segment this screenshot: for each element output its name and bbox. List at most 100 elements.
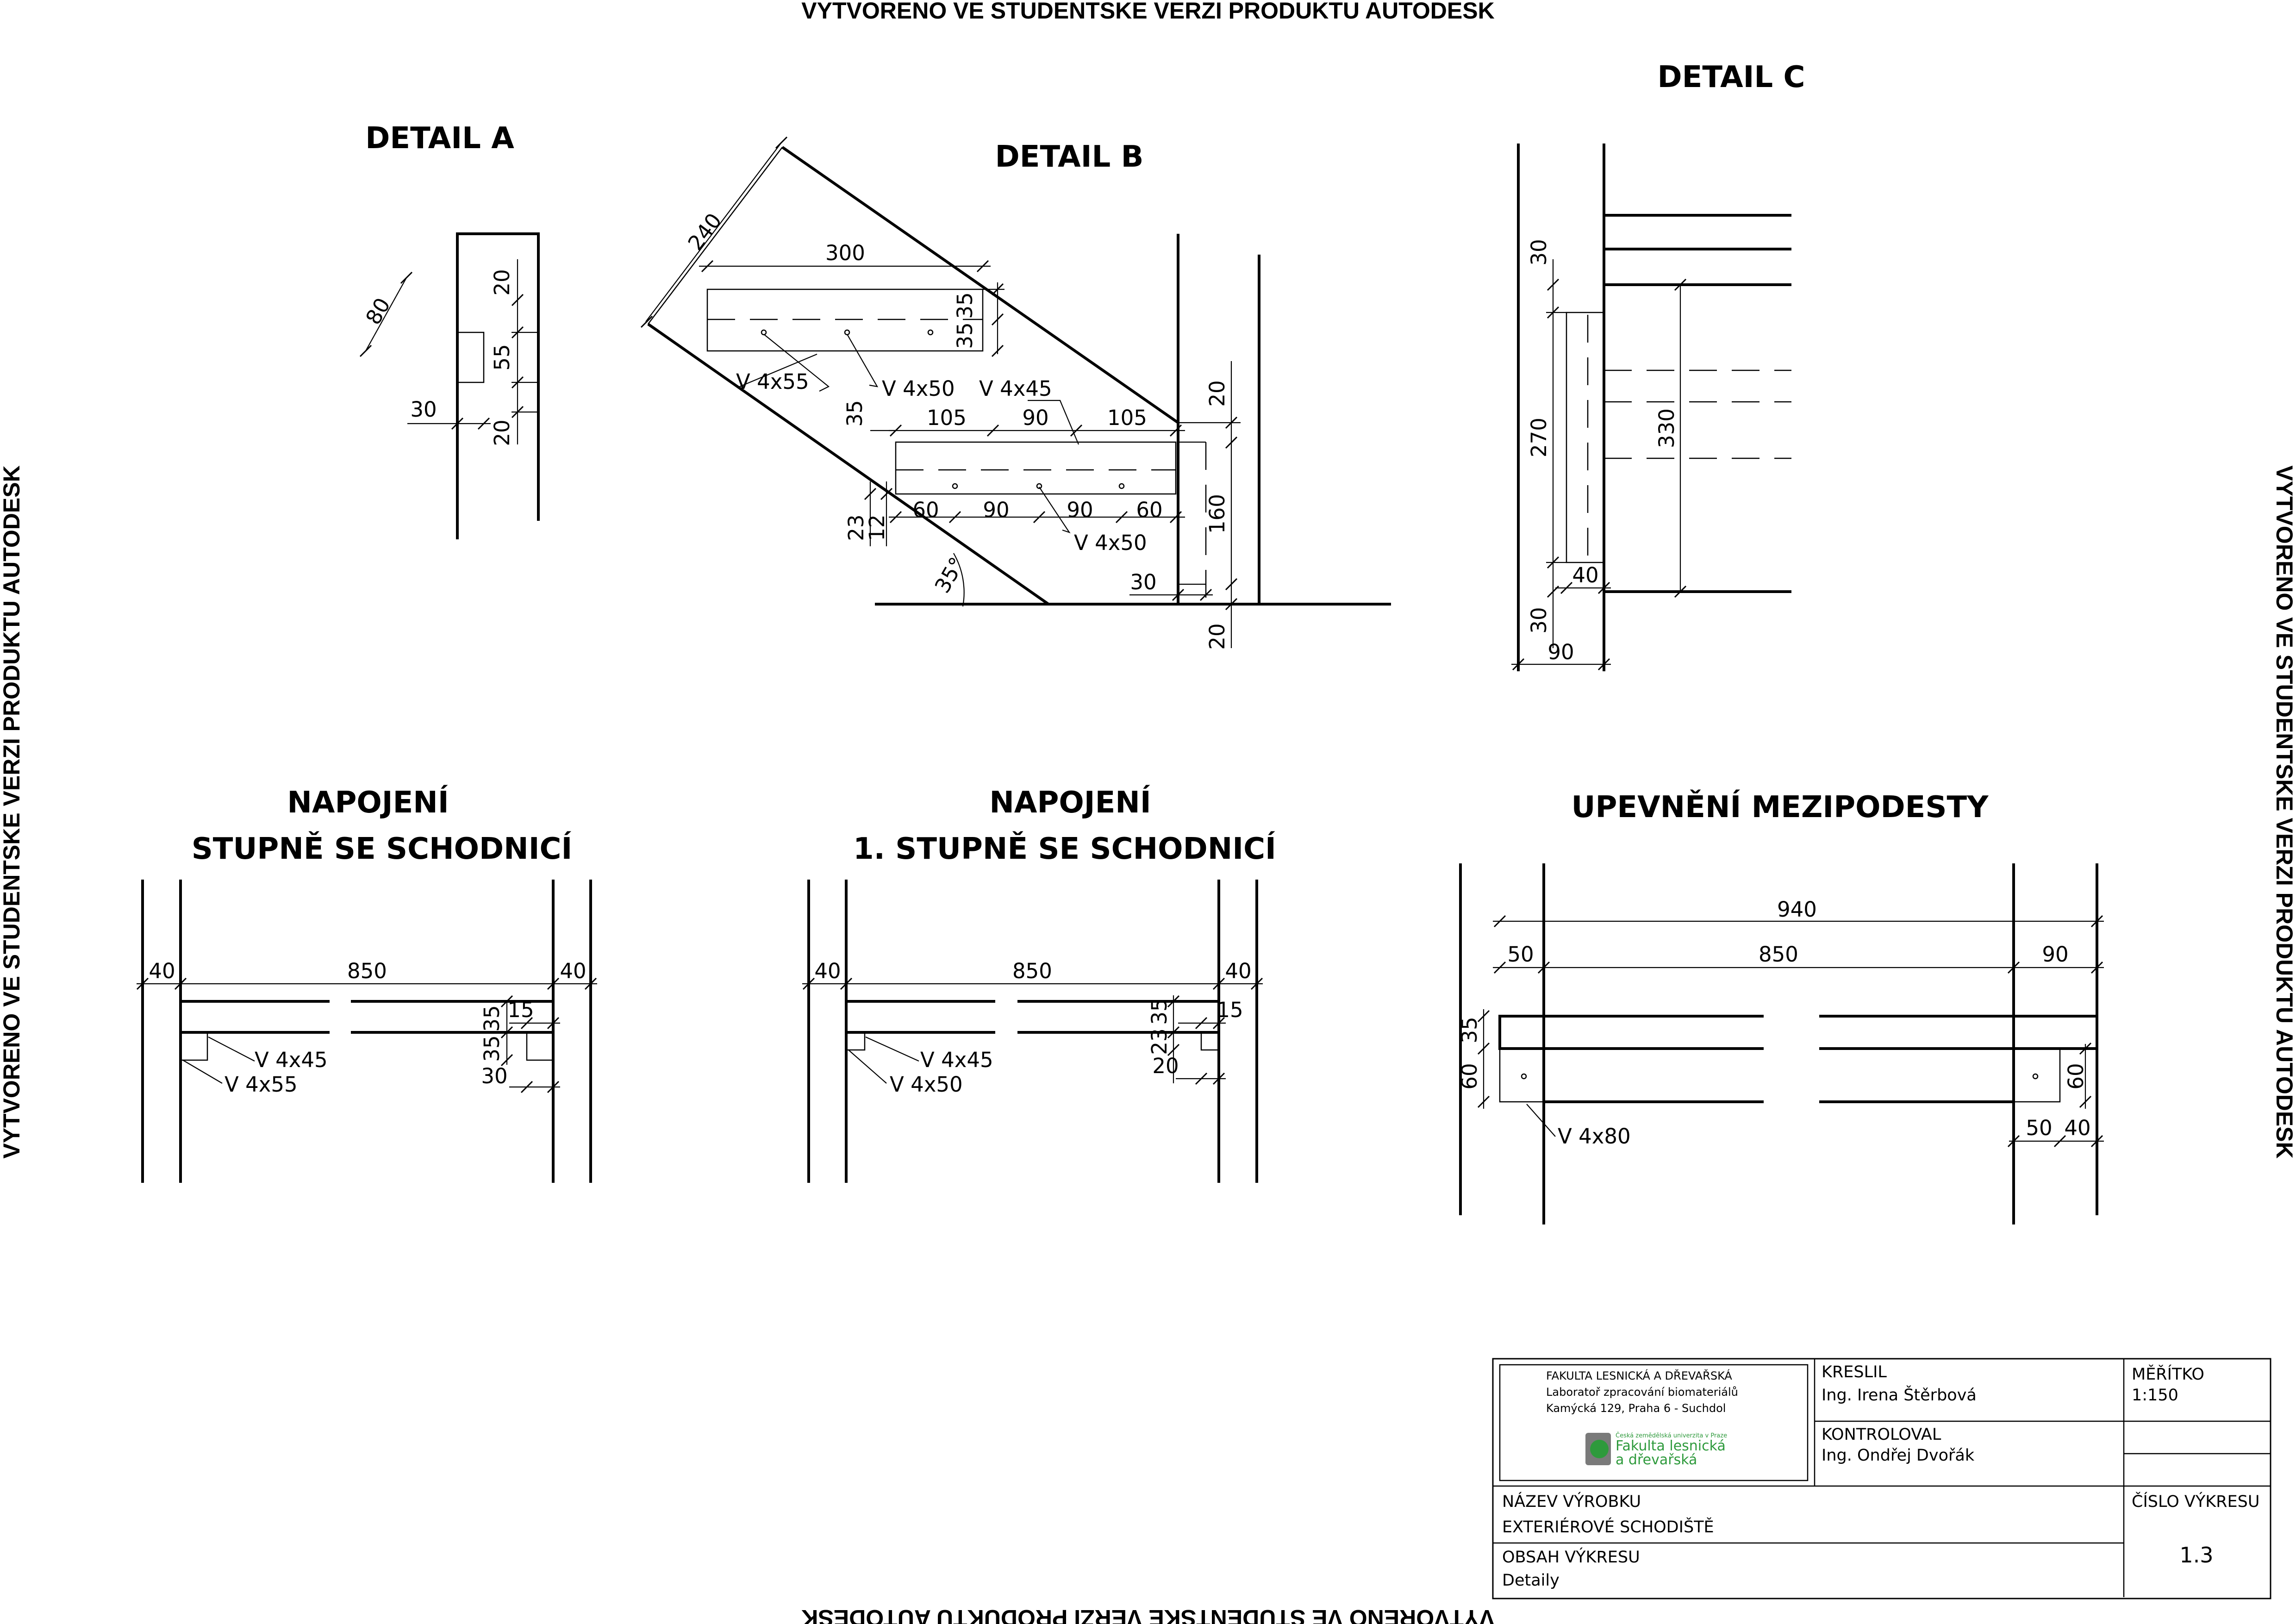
detail-b-dim-35-a: 35	[953, 292, 977, 319]
napojeni-1-title-line2: STUPNĚ SE SCHODNICÍ	[192, 831, 573, 866]
napojeni-1-dim-40-right: 40	[560, 959, 586, 983]
upevneni-dim-850: 850	[1759, 942, 1798, 967]
detail-b-dim-60-a: 60	[912, 498, 939, 522]
detail-c-dim-90: 90	[1547, 640, 1574, 664]
org-line3: Kamýcká 129, Praha 6 - Suchdol	[1546, 1402, 1726, 1415]
napojeni-1-label-v4x55: V 4x55	[225, 1072, 298, 1097]
product-label: NÁZEV VÝROBKU	[1502, 1492, 1641, 1511]
detail-b: DETAIL B 240 300 35 35 V 4x55 V 4x50	[640, 136, 1391, 650]
drawn-label: KRESLIL	[1822, 1363, 1887, 1381]
logo-line1: Fakulta lesnická	[1616, 1438, 1726, 1454]
detail-b-dim-90-c: 90	[1067, 498, 1093, 522]
napojeni-1-label-v4x45: V 4x45	[255, 1048, 328, 1072]
detail-c-dim-30-bottom: 30	[1527, 607, 1551, 633]
scale-label: MĚŘÍTKO	[2132, 1364, 2204, 1384]
upevneni-title: UPEVNĚNÍ MEZIPODESTY	[1572, 789, 1989, 824]
detail-a-dim-20-bottom: 20	[490, 419, 514, 446]
napojeni-1-dim-30: 30	[481, 1064, 507, 1088]
napojeni-1-dim-35-b: 35	[480, 1035, 504, 1062]
detail-b-upper-block	[706, 288, 984, 352]
napojeni-2-dim-40-right: 40	[1225, 959, 1251, 983]
detail-b-title: DETAIL B	[995, 140, 1144, 174]
napojeni-1-dim-35-a: 35	[480, 1005, 504, 1031]
detail-a-dim-30: 30	[410, 397, 437, 422]
watermark-top: VYTVORENO VE STUDENTSKE VERZI PRODUKTU A…	[801, 0, 1494, 24]
upevneni-dim-50-left: 50	[1507, 942, 1534, 967]
napojeni-1-dim-850: 850	[347, 959, 387, 983]
detail-b-lower-block	[895, 441, 1177, 495]
detail-b-dim-23: 23	[844, 514, 868, 541]
detail-b-dim-105-a: 105	[927, 406, 967, 430]
watermark-right: VYTVORENO VE STUDENTSKE VERZI PRODUKTU A…	[2271, 465, 2296, 1158]
detail-a-profile	[456, 232, 540, 539]
detail-b-dim-12: 12	[865, 514, 889, 541]
detail-c-dim-40: 40	[1572, 563, 1598, 587]
napojeni-2-label-v4x45: V 4x45	[920, 1048, 993, 1072]
drawing-number-label: ČÍSLO VÝKRESU	[2132, 1492, 2259, 1511]
detail-b-dim-240: 240	[683, 208, 727, 255]
napojeni-2-dim-15: 15	[1217, 998, 1243, 1022]
detail-b-dim-60-b: 60	[1136, 498, 1162, 522]
napojeni-2-dim-35: 35	[1147, 998, 1172, 1024]
detail-b-dim-160: 160	[1205, 494, 1229, 534]
detail-c-dim-330: 330	[1654, 408, 1679, 448]
org-line2: Laboratoř zpracování biomateriálů	[1546, 1386, 1738, 1399]
checked-label: KONTROLOVAL	[1822, 1425, 1941, 1444]
detail-a-dim-55: 55	[490, 344, 514, 370]
napojeni-1-dim-15: 15	[507, 998, 534, 1022]
napojeni-2-label-v4x50: V 4x50	[890, 1072, 963, 1097]
detail-c: DETAIL C 330 30 270 30 40	[1511, 60, 1805, 671]
napojeni-1-title-line1: NAPOJENÍ	[287, 785, 449, 820]
napojeni-2-dim-40-left: 40	[814, 959, 841, 983]
upevneni-dim-60-left: 60	[1457, 1063, 1482, 1089]
drawing-number-value: 1.3	[2179, 1543, 2213, 1568]
detail-a-dim-20-top: 20	[490, 269, 514, 295]
detail-b-dim-90-b: 90	[983, 498, 1009, 522]
detail-b-label-v4x50-b: V 4x50	[1074, 531, 1147, 555]
upevneni-mezipodesty: UPEVNĚNÍ MEZIPODESTY 940 50 850 90 35 60	[1457, 789, 2104, 1224]
napojeni-1-stupne: NAPOJENÍ 1. STUPNĚ SE SCHODNICÍ 40 850 4…	[802, 785, 1276, 1183]
detail-b-dim-30: 30	[1130, 570, 1156, 594]
drawn-by: Ing. Irena Štěrbová	[1822, 1385, 1977, 1405]
detail-b-dim-20-b: 20	[1205, 623, 1229, 650]
detail-b-label-v4x45: V 4x45	[979, 376, 1052, 401]
detail-b-dim-90-a: 90	[1022, 406, 1048, 430]
napojeni-1-dim-40-left: 40	[149, 959, 175, 983]
detail-b-label-v4x55: V 4x55	[736, 369, 809, 394]
detail-b-label-v4x50-a: V 4x50	[882, 376, 955, 401]
logo-small-text: Česká zemědělská univerzita v Praze	[1616, 1432, 1727, 1439]
napojeni-2-title-line1: NAPOJENÍ	[989, 785, 1151, 820]
upevneni-dim-40: 40	[2064, 1116, 2090, 1140]
detail-a-dim-80: 80	[361, 294, 395, 329]
upevneni-dim-50-right: 50	[2026, 1116, 2052, 1140]
detail-a-notch	[456, 331, 485, 383]
napojeni-stupne: NAPOJENÍ STUPNĚ SE SCHODNICÍ 40 850 40 1…	[136, 785, 597, 1183]
detail-c-title: DETAIL C	[1658, 60, 1805, 94]
watermark-bottom: VYTVORENO VE STUDENTSKE VERZI PRODUKTU A…	[801, 1605, 1494, 1624]
napojeni-2-dim-850: 850	[1012, 959, 1052, 983]
org-line1: FAKULTA LESNICKÁ A DŘEVAŘSKÁ	[1546, 1369, 1732, 1382]
title-block: FAKULTA LESNICKÁ A DŘEVAŘSKÁ Laboratoř z…	[1492, 1358, 2271, 1599]
product-value: EXTERIÉROVÉ SCHODIŠTĚ	[1502, 1517, 1714, 1537]
content-label: OBSAH VÝKRESU	[1502, 1547, 1640, 1567]
napojeni-2-dim-20: 20	[1152, 1054, 1179, 1078]
detail-b-dim-105-b: 105	[1107, 406, 1147, 430]
detail-a: DETAIL A 80 20 55 20 30	[359, 121, 540, 539]
logo-line2: a dřevařská	[1616, 1452, 1697, 1468]
upevneni-dim-90: 90	[2042, 942, 2068, 967]
napojeni-2-title-line2: 1. STUPNĚ SE SCHODNICÍ	[853, 831, 1276, 866]
detail-c-bracket	[1566, 312, 1605, 563]
detail-c-dim-30-top: 30	[1527, 239, 1551, 265]
upevneni-dim-940: 940	[1777, 897, 1817, 922]
napojeni-2-dim-23: 23	[1147, 1028, 1172, 1055]
detail-b-dim-35-b: 35	[953, 322, 977, 349]
content-value: Detaily	[1502, 1571, 1560, 1590]
detail-b-dim-20-a: 20	[1205, 380, 1229, 406]
detail-b-dim-300: 300	[825, 241, 865, 265]
watermark-left: VYTVORENO VE STUDENTSKE VERZI PRODUKTU A…	[0, 465, 25, 1158]
detail-b-dim-35-c: 35	[842, 400, 867, 426]
scale-value: 1:150	[2132, 1386, 2178, 1405]
checked-by: Ing. Ondřej Dvořák	[1822, 1446, 1975, 1465]
upevneni-dim-60-right: 60	[2064, 1063, 2088, 1089]
